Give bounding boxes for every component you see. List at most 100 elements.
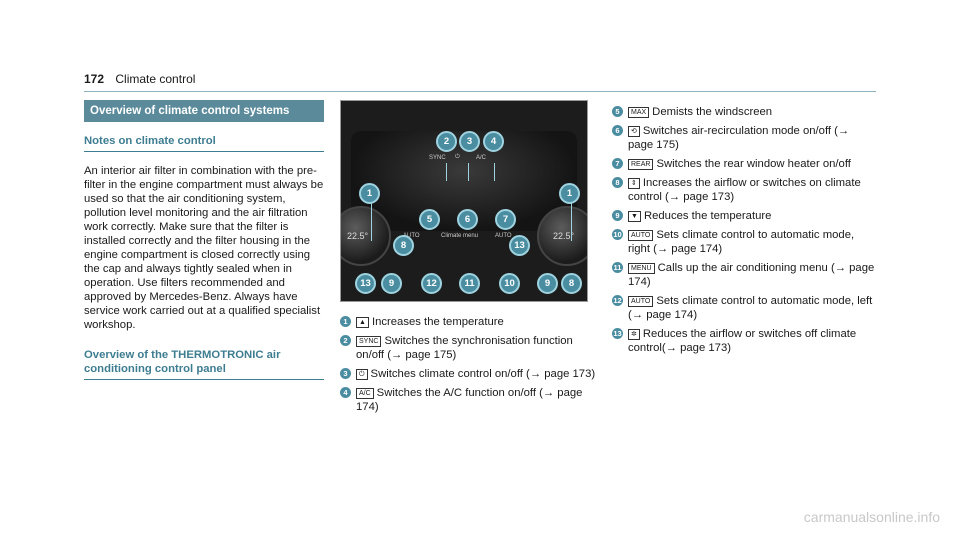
callout-3: 3 xyxy=(459,131,480,152)
legend-number: 13 xyxy=(612,328,623,339)
callout-4: 4 xyxy=(483,131,504,152)
legend-description: Switches the rear window heater on/off xyxy=(656,158,851,170)
watermark: carmanualsonline.info xyxy=(803,509,940,525)
legend-number: 11 xyxy=(612,262,623,273)
legend-description: Switches air-recirculation mode on/off (… xyxy=(628,125,850,151)
legend-number: 12 xyxy=(612,295,623,306)
legend-item: 1 ▲Increases the temperature xyxy=(340,315,600,329)
legend-description: Increases the airflow or switches on cli… xyxy=(628,177,861,203)
legend-description: Reduces the temperature xyxy=(643,210,772,222)
page-number: 172 xyxy=(84,72,105,86)
legend-text-block: ✲Reduces the airflow or switches off cli… xyxy=(628,327,876,355)
legend-description: Switches the synchronisation function on… xyxy=(356,335,573,361)
middle-column: SYNC ⏻ A/C AUTO Climate menu AUTO 22.5° … xyxy=(340,100,600,414)
callout-2: 2 xyxy=(436,131,457,152)
callout-7: 7 xyxy=(495,209,516,230)
page-chapter-title: Climate control xyxy=(115,72,196,86)
callout-9-left: 9 xyxy=(381,273,402,294)
button-icon: SYNC xyxy=(356,336,382,347)
callout-10: 10 xyxy=(499,273,520,294)
button-icon: ▲ xyxy=(356,317,369,328)
callout-1-left: 1 xyxy=(359,183,380,204)
notes-heading: Notes on climate control xyxy=(84,134,324,152)
callout-13-left: 13 xyxy=(355,273,376,294)
callout-11: 11 xyxy=(459,273,480,294)
button-icon: ⟲ xyxy=(628,126,640,137)
legend-number: 6 xyxy=(612,125,623,136)
left-temperature-knob: 22.5° xyxy=(341,206,391,266)
button-icon: AUTO xyxy=(628,230,654,241)
legend-description: Calls up the air conditioning menu (→ pa… xyxy=(628,262,875,288)
climate-menu-label: Climate menu xyxy=(441,233,479,239)
callout-12: 12 xyxy=(421,273,442,294)
auto-right-label: AUTO xyxy=(495,233,512,239)
legend-number: 4 xyxy=(340,387,351,398)
legend-number: 7 xyxy=(612,158,623,169)
legend-description: Sets climate control to automatic mode, … xyxy=(628,229,855,255)
legend-number: 9 xyxy=(612,210,623,221)
legend-number: 2 xyxy=(340,335,351,346)
button-icon: ✲ xyxy=(628,329,640,340)
button-icon: REAR xyxy=(628,159,654,170)
legend-text-block: ⇕Increases the airflow or switches on cl… xyxy=(628,176,876,204)
legend-description: Switches climate control on/off (→ page … xyxy=(370,368,596,380)
header-rule xyxy=(84,91,876,92)
legend-description: Switches the A/C function on/off (→ page… xyxy=(356,387,583,413)
legend-number: 5 xyxy=(612,106,623,117)
legend-description: Demists the windscreen xyxy=(652,106,773,118)
callout-9-right: 9 xyxy=(537,273,558,294)
legend-text-block: ⏻Switches climate control on/off (→ page… xyxy=(356,367,595,381)
legend-description: Increases the temperature xyxy=(371,316,504,328)
button-icon: AUTO xyxy=(628,296,654,307)
legend-description: Reduces the airflow or switches off clim… xyxy=(628,328,857,354)
page-header: 172 Climate control xyxy=(84,72,195,86)
callout-5: 5 xyxy=(419,209,440,230)
legend-item: 3 ⏻Switches climate control on/off (→ pag… xyxy=(340,367,600,381)
section-title: Overview of climate control systems xyxy=(84,100,324,122)
power-icon: ⏻ xyxy=(455,154,460,160)
legend-text-block: ⟲Switches air-recirculation mode on/off … xyxy=(628,124,876,152)
overview-heading: Overview of the THERMOTRONIC air conditi… xyxy=(84,348,324,380)
legend-item: 13 ✲Reduces the airflow or switches off c… xyxy=(612,327,876,355)
callout-13-right: 13 xyxy=(509,235,530,256)
legend-item: 9 ▼Reduces the temperature xyxy=(612,209,876,223)
button-icon: MAX xyxy=(628,107,650,118)
legend-number: 8 xyxy=(612,177,623,188)
left-column: Overview of climate control systems Note… xyxy=(84,100,324,380)
button-icon: ⏻ xyxy=(356,369,368,380)
control-panel-image: SYNC ⏻ A/C AUTO Climate menu AUTO 22.5° … xyxy=(340,100,588,302)
callout-8-right: 8 xyxy=(561,273,582,294)
callout-6: 6 xyxy=(457,209,478,230)
ac-label: A/C xyxy=(476,155,487,161)
callout-1-right: 1 xyxy=(559,183,580,204)
legend-number: 3 xyxy=(340,368,351,379)
button-icon: MENU xyxy=(628,263,655,274)
callout-8-left: 8 xyxy=(393,235,414,256)
right-temperature-knob: 22.5° xyxy=(537,206,587,266)
legend-item: 8 ⇕Increases the airflow or switches on c… xyxy=(612,176,876,204)
legend-number: 1 xyxy=(340,316,351,327)
button-icon: ⇕ xyxy=(628,178,640,189)
legend-text-block: ▼Reduces the temperature xyxy=(628,209,771,223)
notes-body: An interior air filter in combination wi… xyxy=(84,165,324,331)
auto-left-label: AUTO xyxy=(403,233,420,239)
legend-text-block: ▲Increases the temperature xyxy=(356,315,504,329)
sync-label: SYNC xyxy=(429,155,446,161)
legend-number: 10 xyxy=(612,229,623,240)
button-icon: ▼ xyxy=(628,211,641,222)
